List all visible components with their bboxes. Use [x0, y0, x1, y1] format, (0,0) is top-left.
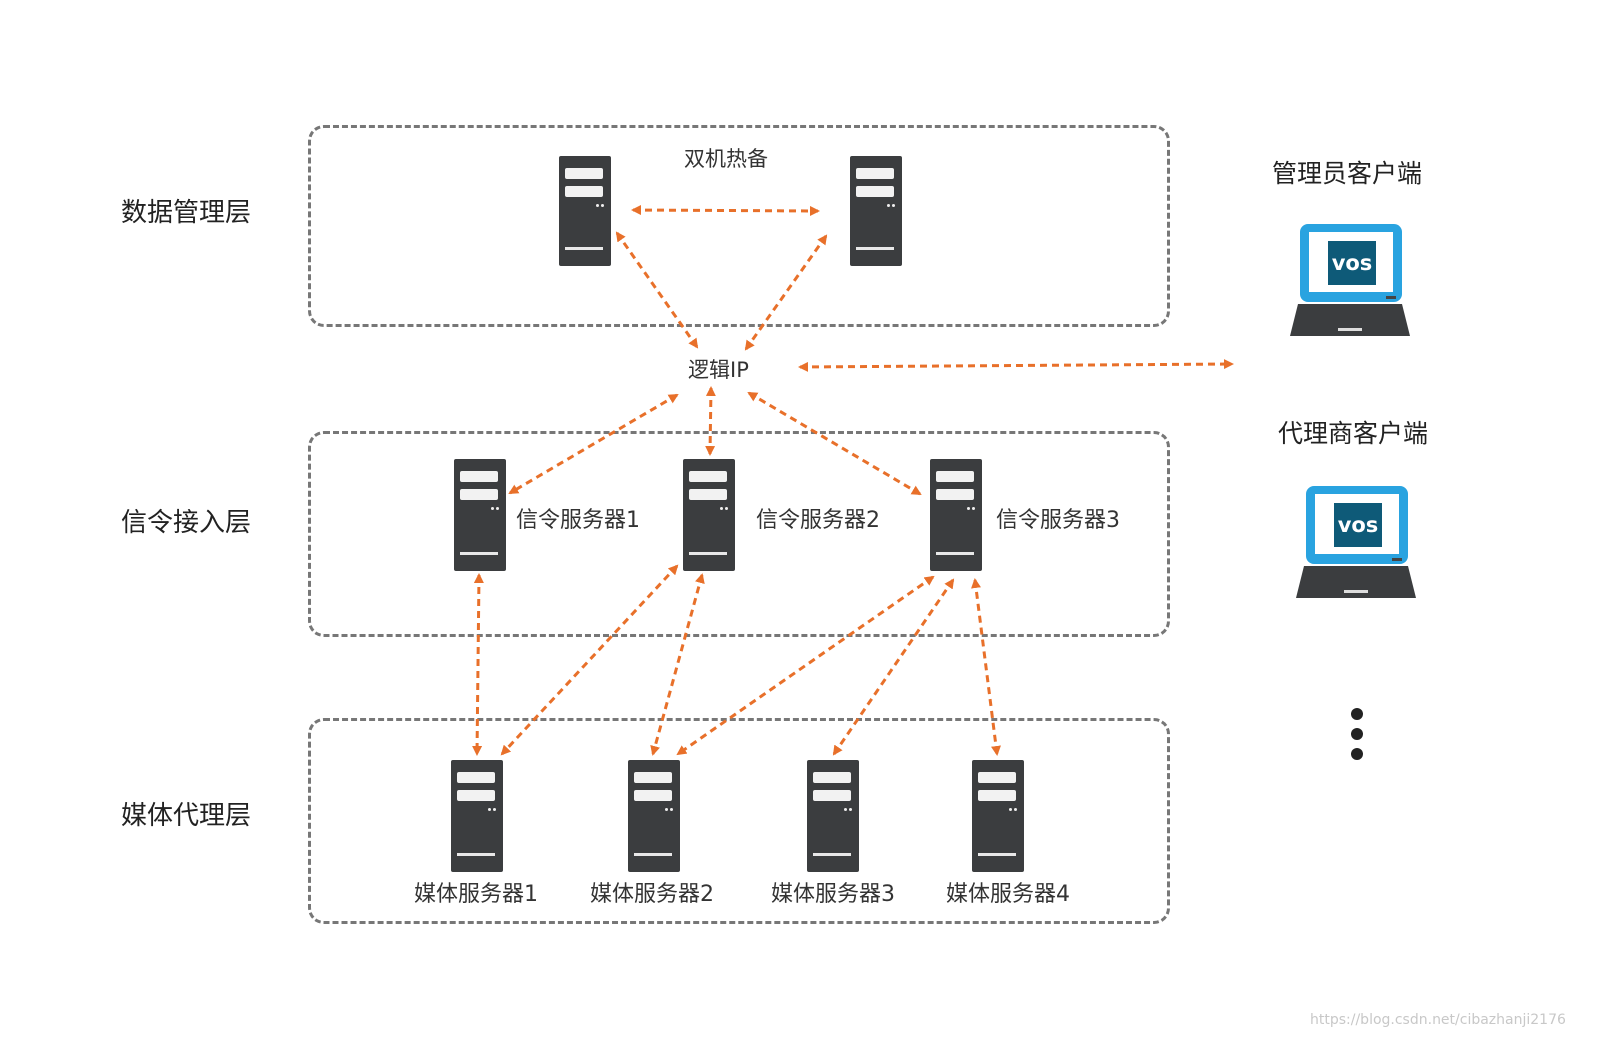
arrow-logical-ip-clients	[798, 359, 1234, 372]
signal-server-2	[683, 459, 735, 571]
layer-label-data: 数据管理层	[121, 198, 252, 228]
arrow-signal2-media1	[500, 564, 679, 756]
layer-label-signal: 信令接入层	[121, 508, 252, 538]
arrow-ip-signal3	[747, 391, 922, 496]
vos-logo: vos	[1328, 241, 1376, 285]
signal-server-3-label: 信令服务器3	[996, 508, 1120, 533]
admin-client-label: 管理员客户端	[1272, 159, 1423, 188]
vos-logo: vos	[1334, 503, 1382, 547]
signal-server-1	[454, 459, 506, 571]
layer-label-media: 媒体代理层	[121, 801, 252, 831]
media-server-4-label: 媒体服务器4	[946, 882, 1070, 907]
media-server-2	[628, 760, 680, 872]
arrow-db2-logical-ip	[744, 234, 828, 351]
media-server-1-label: 媒体服务器1	[414, 882, 538, 907]
arrow-ip-signal1	[508, 393, 679, 495]
admin-client-laptop: vos	[1290, 224, 1410, 344]
watermark: https://blog.csdn.net/cibazhanji2176	[1310, 1012, 1566, 1028]
media-server-1	[451, 760, 503, 872]
data-management-layer-box	[308, 125, 1170, 327]
arrow-signal2-media2	[650, 573, 705, 756]
media-server-3	[807, 760, 859, 872]
arrow-signal3-media4	[971, 578, 1001, 756]
agent-client-label: 代理商客户端	[1278, 419, 1429, 448]
more-clients-ellipsis-dot	[1351, 748, 1363, 760]
db-server-primary	[559, 156, 611, 266]
arrow-signal3-media2	[676, 575, 935, 756]
hot-standby-label: 双机热备	[684, 147, 768, 171]
logical-ip-label: 逻辑IP	[688, 358, 749, 382]
signal-server-2-label: 信令服务器2	[756, 508, 880, 533]
arrow-ip-signal2	[705, 386, 716, 456]
arrow-signal1-media1	[472, 573, 484, 756]
media-server-3-label: 媒体服务器3	[771, 882, 895, 907]
media-server-2-label: 媒体服务器2	[590, 882, 714, 907]
media-server-4	[972, 760, 1024, 872]
signal-server-3	[930, 459, 982, 571]
arrow-db1-logical-ip	[615, 231, 699, 349]
db-server-standby	[850, 156, 902, 266]
more-clients-ellipsis-dot	[1351, 728, 1363, 740]
more-clients-ellipsis-dot	[1351, 708, 1363, 720]
arrow-db-hot-standby	[631, 205, 820, 216]
signal-server-1-label: 信令服务器1	[516, 508, 640, 533]
agent-client-laptop: vos	[1296, 486, 1416, 606]
